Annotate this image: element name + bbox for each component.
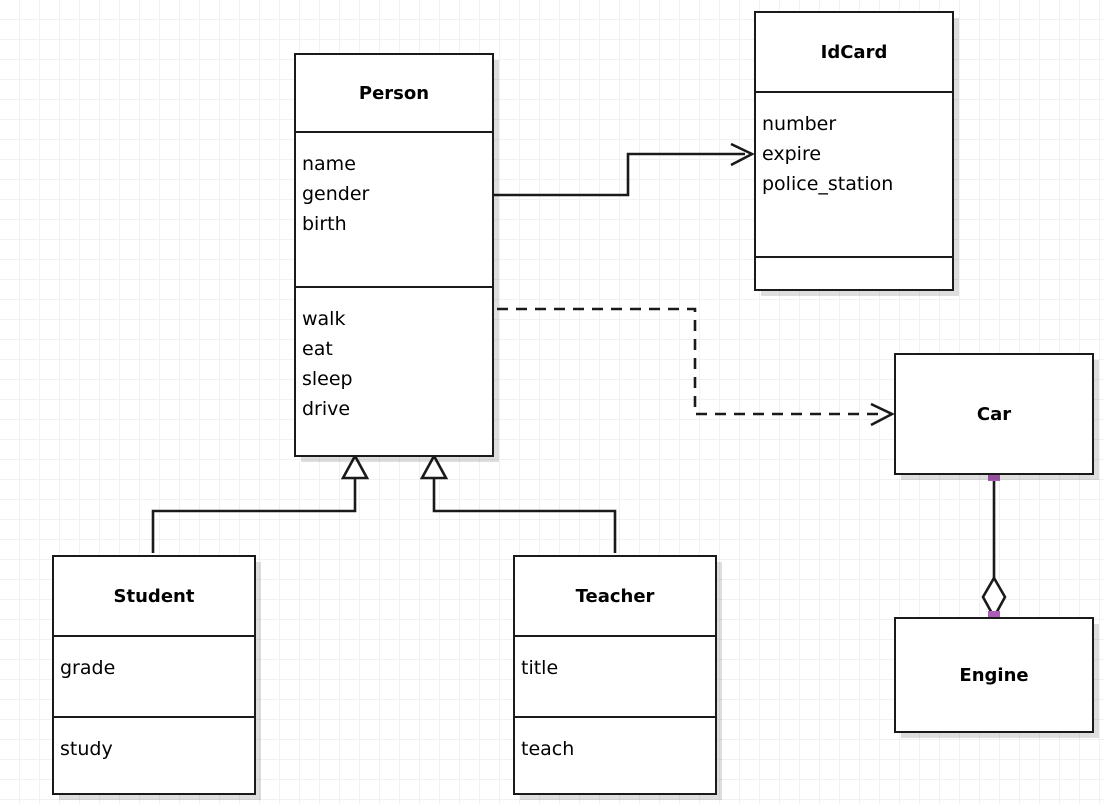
open-arrowhead-icon (870, 402, 895, 427)
uml-class-teacher[interactable]: Teacher title teach (513, 555, 717, 795)
class-title-car: Car (976, 403, 1012, 425)
class-methods-idcard (756, 256, 952, 293)
class-attributes-student: grade (54, 635, 254, 716)
hollow-triangle-icon (419, 453, 449, 480)
class-title-person: Person (358, 82, 430, 104)
class-title-engine: Engine (959, 664, 1029, 686)
attribute-item: name (302, 153, 356, 175)
uml-class-engine[interactable]: Engine (894, 617, 1094, 733)
method-item: eat (302, 338, 333, 360)
edge-car-engine-aggregation[interactable] (981, 475, 1007, 620)
attribute-item: title (521, 657, 559, 679)
class-methods-student: study (54, 716, 254, 797)
uml-class-person[interactable]: Person name gender birth walk eat sleep … (294, 53, 494, 457)
class-methods-person: walk eat sleep drive (296, 286, 492, 459)
method-item: drive (302, 398, 351, 420)
open-arrowhead-icon (730, 142, 755, 167)
edge-person-idcard-association[interactable] (494, 142, 755, 197)
class-attributes-teacher: title (515, 635, 715, 716)
uml-class-idcard[interactable]: IdCard number expire police_station (754, 11, 954, 291)
uml-class-car[interactable]: Car (894, 353, 1094, 475)
attribute-item: gender (302, 183, 370, 205)
edge-person-car-dependency[interactable] (497, 307, 895, 427)
edge-teacher-person-generalization[interactable] (419, 453, 617, 553)
attribute-item: grade (60, 657, 116, 679)
class-title-idcard: IdCard (820, 41, 888, 63)
class-attributes-idcard: number expire police_station (756, 91, 952, 256)
method-item: sleep (302, 368, 353, 390)
method-item: teach (521, 738, 575, 760)
attribute-item: expire (762, 143, 822, 165)
class-methods-teacher: teach (515, 716, 715, 797)
edge-student-person-generalization[interactable] (151, 453, 370, 553)
method-item: study (60, 738, 113, 760)
class-title-teacher: Teacher (575, 585, 655, 607)
attribute-item: birth (302, 213, 347, 235)
attribute-item: police_station (762, 173, 894, 195)
class-attributes-person: name gender birth (296, 131, 492, 286)
class-title-student: Student (113, 585, 195, 607)
uml-class-student[interactable]: Student grade study (52, 555, 256, 795)
method-item: walk (302, 308, 346, 330)
hollow-triangle-icon (340, 453, 370, 480)
attribute-item: number (762, 113, 837, 135)
